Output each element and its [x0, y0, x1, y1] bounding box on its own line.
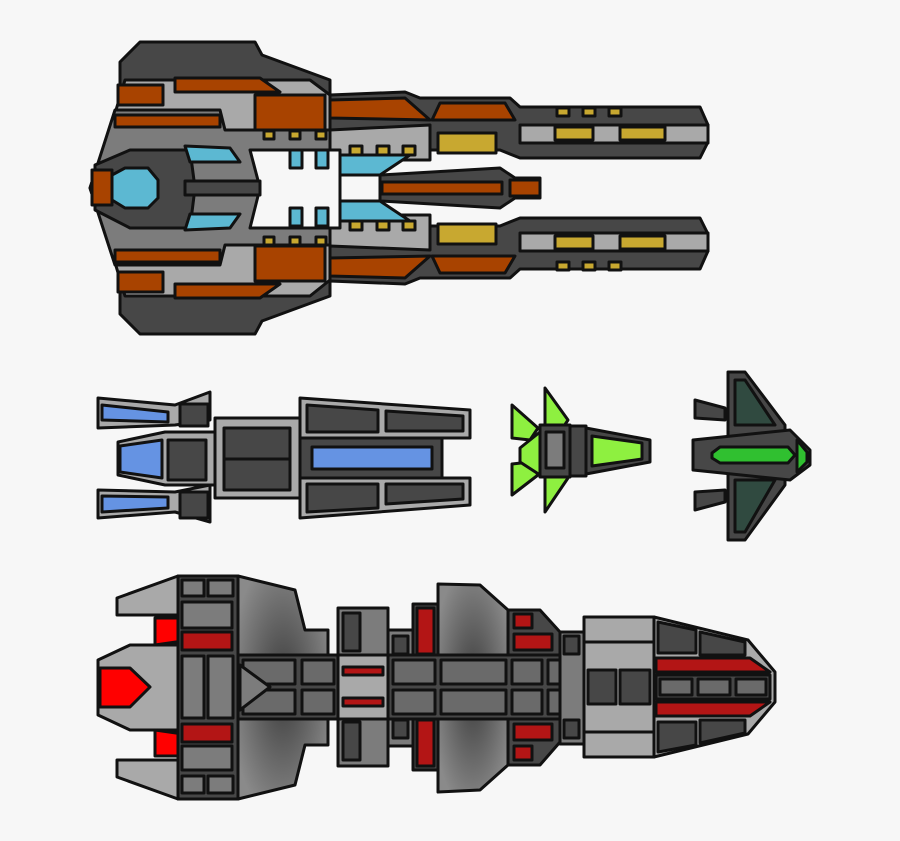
turret-red [512, 722, 554, 742]
upper-wing-panel [733, 378, 777, 427]
ice-tooth [288, 206, 304, 228]
gold-studs [262, 106, 623, 272]
ship-green-fighter [510, 386, 652, 514]
green-stripe [710, 445, 797, 465]
prow-red-stripe [654, 656, 772, 674]
lower-wing-panel [733, 478, 777, 534]
turret-red [512, 744, 534, 762]
rust-panel [173, 282, 282, 300]
lower-gun-barrel [518, 231, 710, 253]
upper-pod-panel [384, 409, 465, 433]
rear-panels [180, 578, 235, 795]
central-gun-rust [380, 180, 504, 196]
mid-bridge [336, 653, 390, 721]
nose-green [795, 438, 809, 474]
engine-glow [98, 666, 152, 709]
bow-panel [586, 668, 618, 706]
upper-gold-panel [553, 125, 595, 142]
upper-gun-barrel [518, 123, 710, 145]
upper-tail [693, 398, 727, 422]
muzzle-rust [508, 178, 542, 198]
ice-tooth [288, 148, 304, 170]
ice-window [183, 144, 242, 164]
tower-panel [341, 720, 362, 762]
ship-dark-green-interceptor [691, 370, 812, 542]
neck-panel [562, 634, 581, 656]
center-bay-blue [310, 445, 434, 471]
engine-block [178, 490, 210, 520]
cockpit-window [110, 166, 160, 210]
rust-panel [328, 254, 432, 280]
nose-rust [90, 168, 114, 207]
fuselage-side [568, 424, 588, 478]
upper-fin-blue [100, 403, 170, 424]
turret-red [512, 612, 534, 630]
prow-core-panels [658, 677, 768, 697]
rust-strip [113, 113, 222, 129]
rust-panel [253, 244, 327, 283]
rust-strip [113, 248, 222, 264]
prow-panel [656, 620, 698, 655]
cockpit-panel [544, 430, 566, 470]
connector-panel [391, 718, 410, 740]
strut-red [415, 718, 436, 768]
bow-panel [618, 668, 652, 706]
ice-tooth [314, 206, 330, 228]
lower-pod-panel [384, 482, 465, 506]
rust-panel [253, 93, 327, 132]
lower-fin-blue [100, 494, 170, 514]
ship-heavy-cruiser-rust [88, 40, 710, 336]
bridge-red [341, 665, 385, 677]
prow-red-stripe [654, 700, 772, 718]
turret-red [512, 632, 554, 652]
upper-pod-panel [305, 403, 380, 434]
gold-panel [436, 222, 498, 246]
rust-panel [328, 96, 432, 122]
lower-pod-panel [305, 482, 380, 514]
lower-tail [693, 488, 727, 512]
prow-panel [698, 630, 747, 657]
ship-red-battleship [96, 574, 777, 801]
rust-vent [116, 270, 165, 294]
rust-panel [173, 76, 282, 94]
upper-gold-panel [618, 125, 667, 142]
lower-gold-panel [553, 234, 595, 251]
lower-gold-panel [618, 234, 667, 251]
nose-lime [590, 434, 644, 468]
center-fin-blue [118, 438, 164, 480]
connector-panel [391, 634, 410, 656]
ship-blue-frigate [96, 390, 472, 524]
bridge-red [341, 696, 385, 708]
ice-window [183, 212, 242, 232]
gold-panel [436, 131, 498, 155]
engine-block [166, 438, 208, 482]
prow-panel [656, 720, 698, 754]
neck-panel [562, 718, 581, 740]
rust-vent [116, 83, 165, 107]
rear-red-panel [180, 722, 234, 744]
tower-panel [341, 611, 362, 653]
engine-block [178, 402, 210, 428]
forward-spine-panels [391, 658, 580, 716]
spine-chevron [238, 663, 272, 712]
strut-red [415, 606, 436, 656]
rust-panel [430, 254, 517, 275]
prow-panel [698, 718, 747, 745]
central-spine [183, 179, 262, 197]
rust-panel [430, 101, 517, 122]
rear-red-panel [180, 630, 234, 652]
ice-tooth [314, 148, 330, 170]
